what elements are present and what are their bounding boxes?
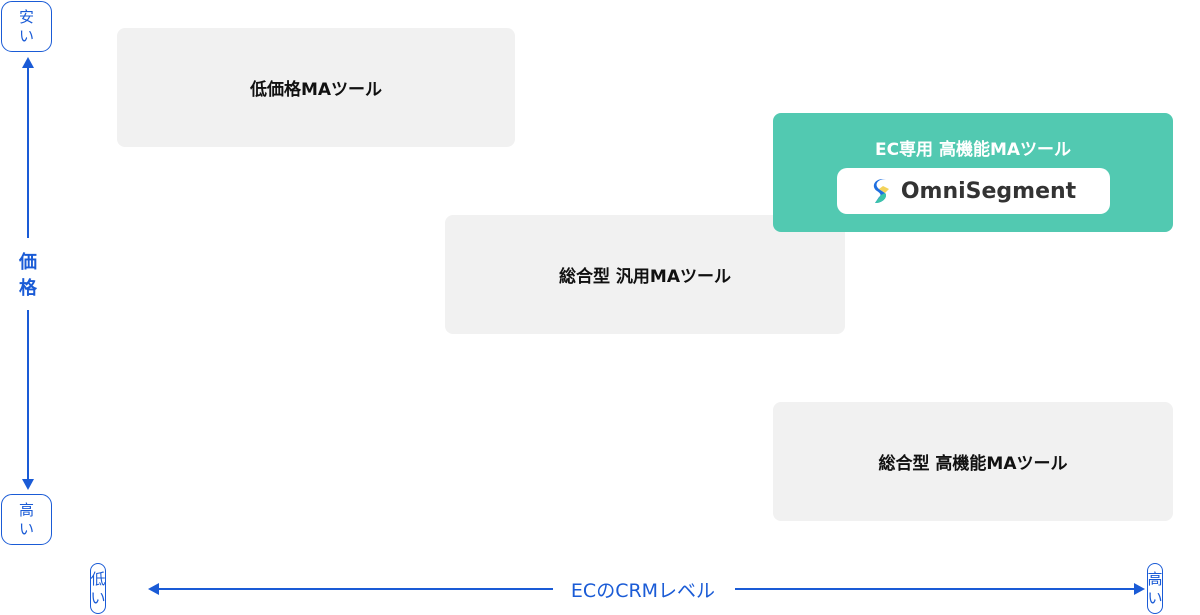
x-axis-right-label: 高い xyxy=(1147,563,1163,614)
x-axis-label: ECのCRMレベル xyxy=(570,580,716,602)
omnisegment-logo: OmniSegment xyxy=(837,168,1110,214)
box-ec-ma-title: EC専用 高機能MAツール xyxy=(874,140,1072,160)
y-axis-line-top xyxy=(27,66,29,238)
y-axis-bottom-label: 高い xyxy=(1,494,52,545)
box-general-ma: 総合型 汎用MAツール xyxy=(445,215,845,334)
box-low-price-ma: 低価格MAツール xyxy=(117,28,515,147)
arrow-left-icon xyxy=(148,583,159,595)
omnisegment-logo-text: OmniSegment xyxy=(900,178,1077,204)
y-axis-line-bottom xyxy=(27,310,29,480)
arrow-right-icon xyxy=(1134,583,1145,595)
x-axis-line-left xyxy=(158,588,553,590)
omnisegment-logo-icon xyxy=(873,179,889,203)
x-axis-line-right xyxy=(735,588,1135,590)
x-axis-left-label: 低い xyxy=(90,563,106,614)
y-axis-label: 価格 xyxy=(19,252,37,299)
arrow-down-icon xyxy=(22,479,34,490)
box-advanced-ma: 総合型 高機能MAツール xyxy=(773,402,1173,521)
arrow-up-icon xyxy=(22,57,34,68)
y-axis-top-label: 安い xyxy=(1,1,52,52)
box-ec-ma: EC専用 高機能MAツール OmniSegment xyxy=(773,113,1173,232)
